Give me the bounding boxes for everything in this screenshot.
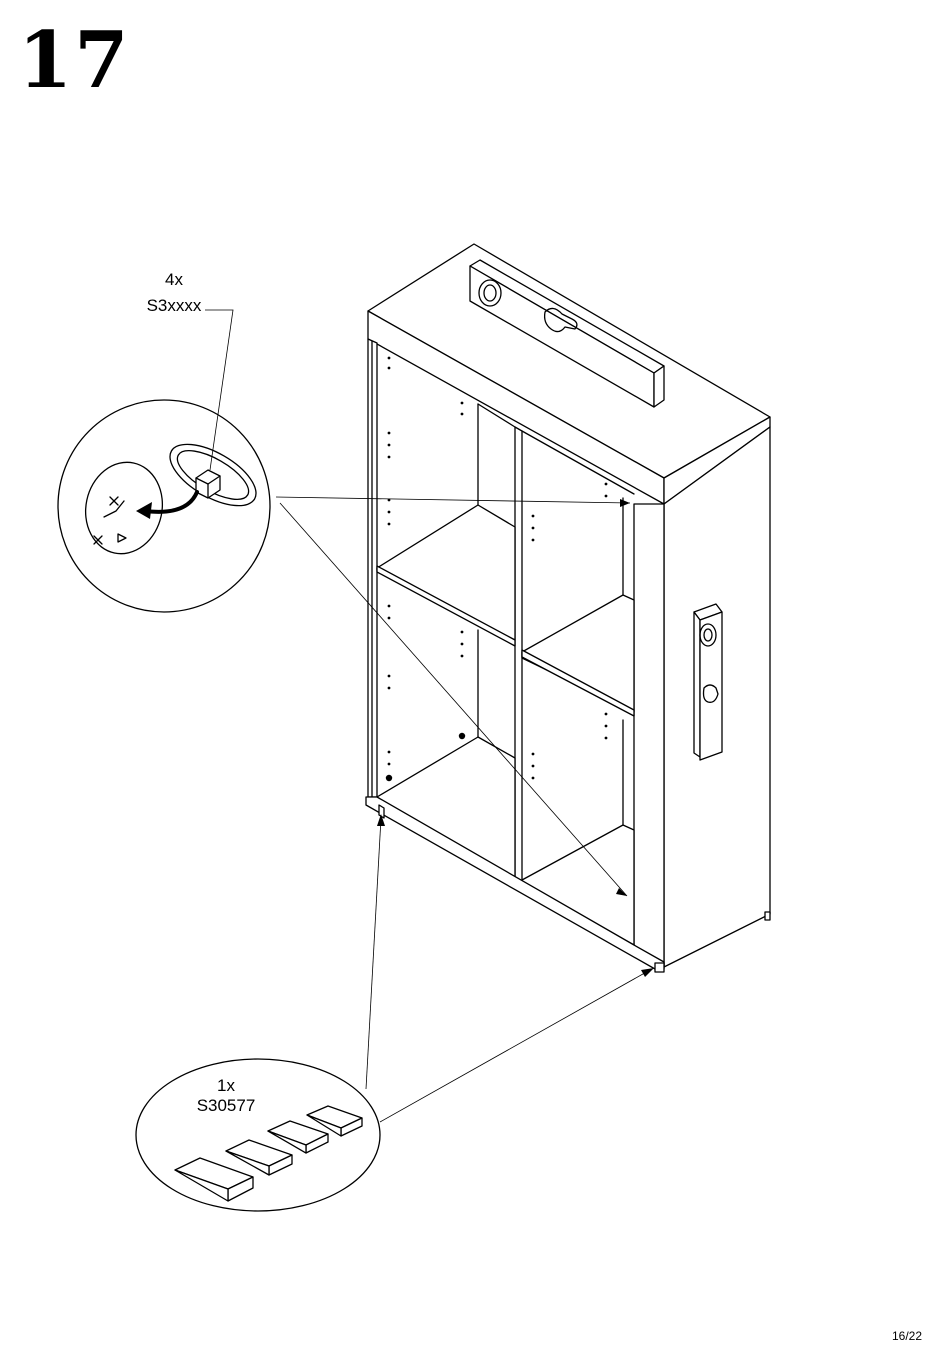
leveling-wedge-icon <box>226 1140 292 1175</box>
shelf-left <box>377 505 515 640</box>
cabinet-right-side-edge <box>634 504 664 967</box>
spirit-level-icon <box>694 604 722 760</box>
leveling-wedge-icon <box>175 1158 253 1201</box>
cabinet-middle-divider <box>515 427 522 882</box>
cabinet-bottom <box>377 737 515 878</box>
shelf-right <box>522 595 634 712</box>
leveling-wedge-icon <box>268 1121 328 1153</box>
